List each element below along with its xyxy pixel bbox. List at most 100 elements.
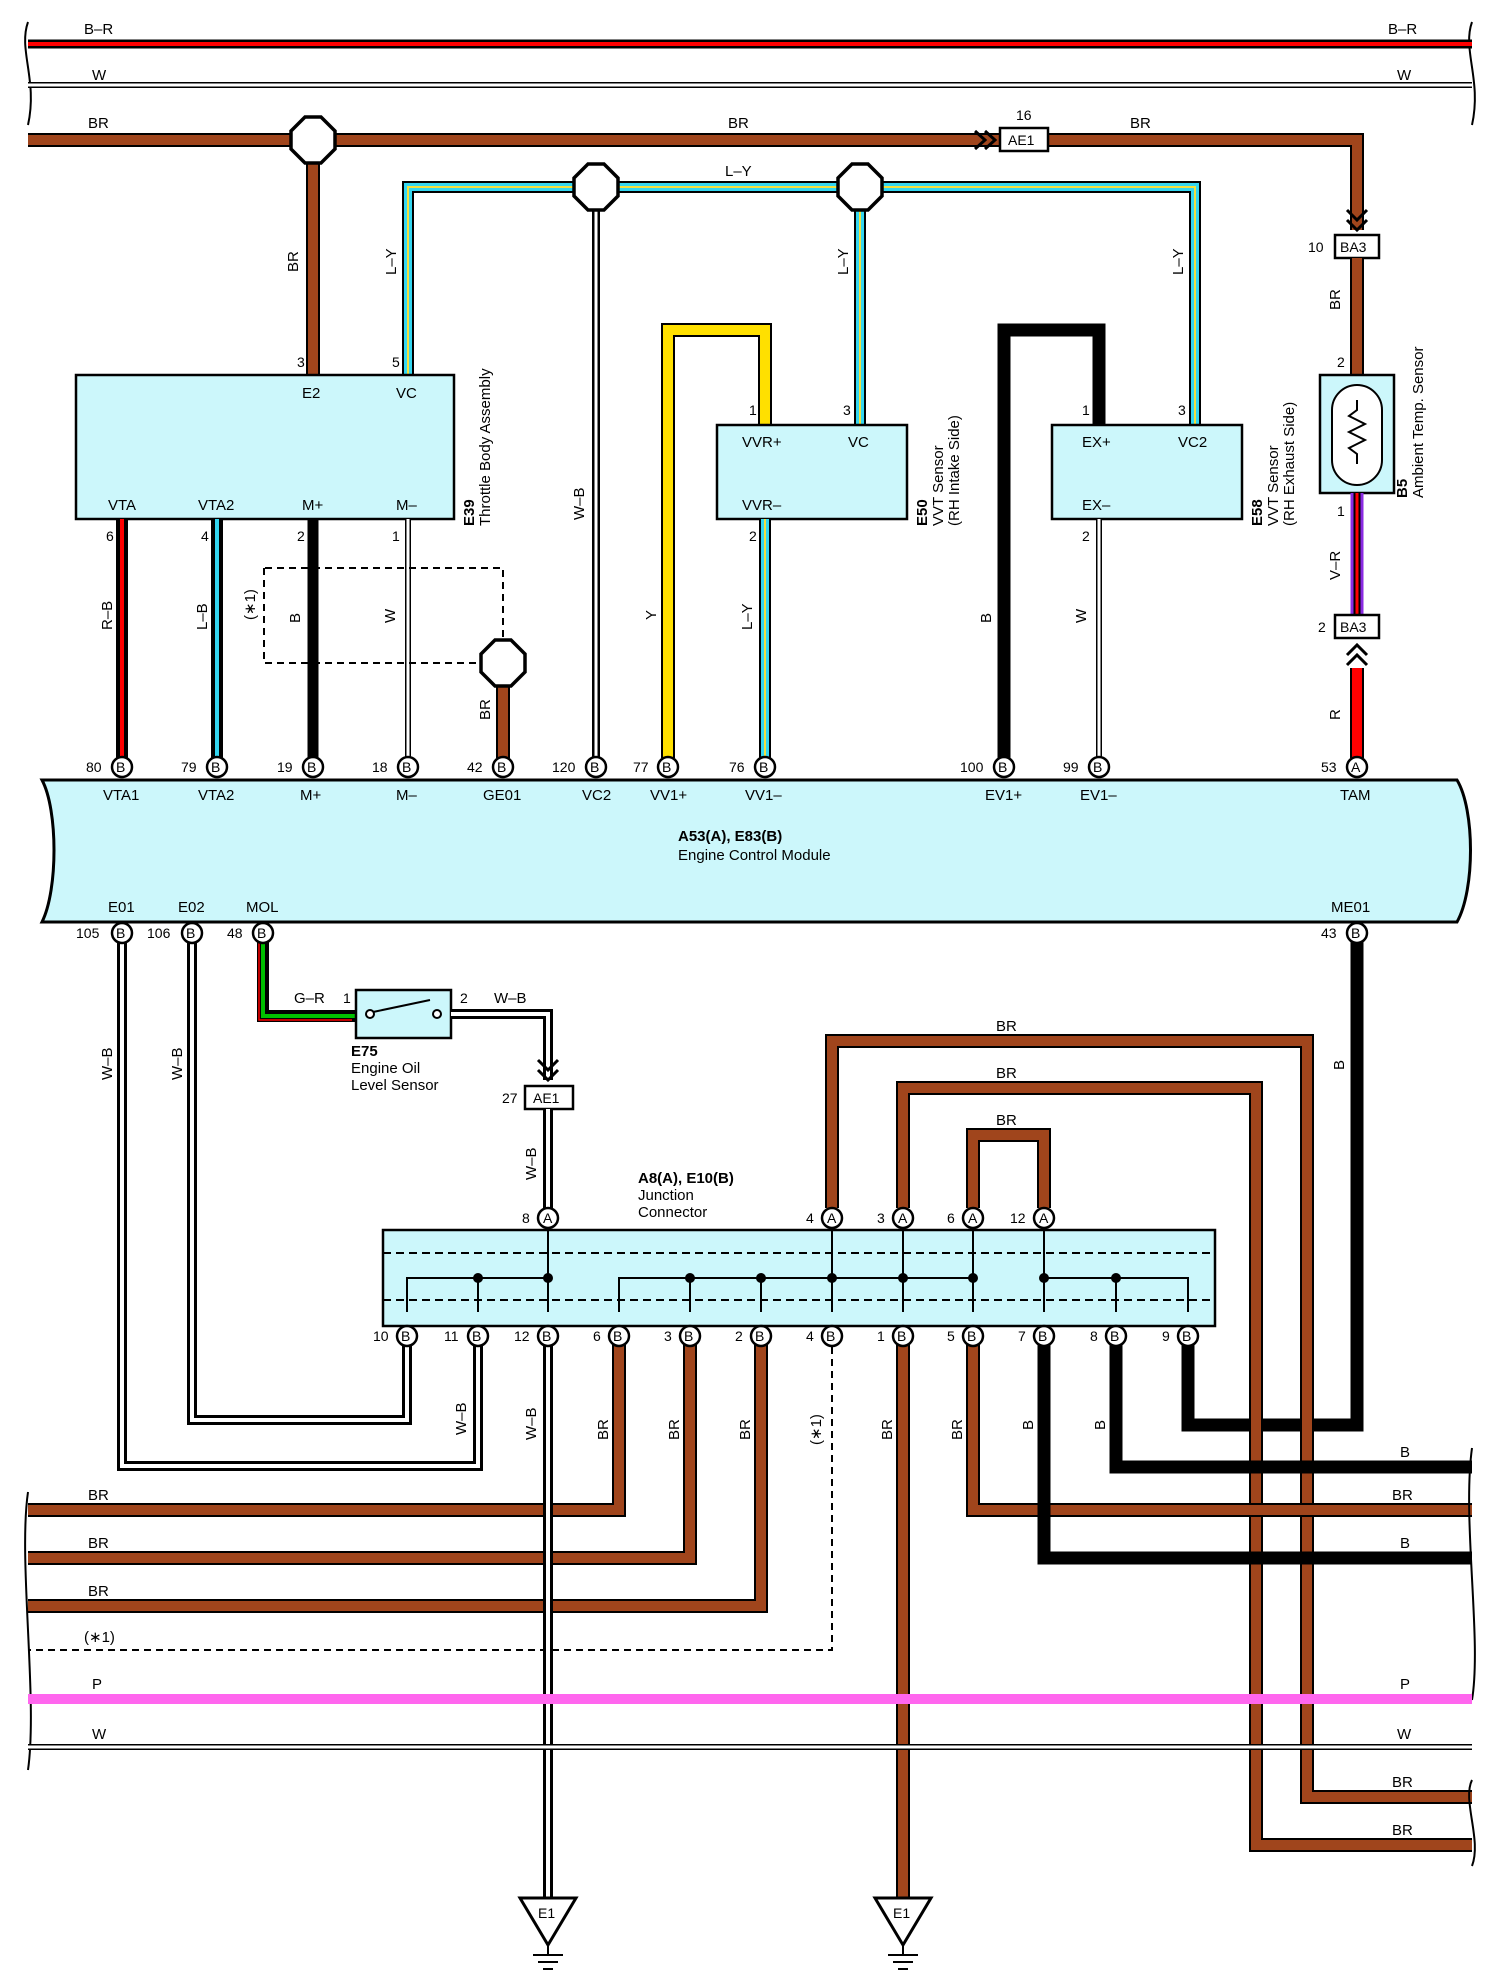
wire-label: BR xyxy=(477,699,494,720)
connector-label: AE1 xyxy=(533,1090,560,1106)
wire-label: W xyxy=(1073,608,1090,623)
ecm-pin: B 100 EV1+ xyxy=(960,755,1022,804)
component-code: E50 xyxy=(914,499,931,526)
ecm-pin: B 80 VTA1 xyxy=(86,755,139,804)
pin-term: B xyxy=(1110,1328,1119,1344)
wire-label: BR xyxy=(88,1583,109,1600)
wire-label: W–B xyxy=(571,487,588,520)
splice-octagon-icon xyxy=(572,162,620,212)
pin-number: 3 xyxy=(664,1328,672,1344)
pin-number: 4 xyxy=(201,528,209,544)
pin-term: B xyxy=(1038,1328,1047,1344)
pin-number: 6 xyxy=(947,1210,955,1226)
pin-term: B xyxy=(1182,1328,1191,1344)
wire-label: B xyxy=(1020,1420,1037,1430)
pin-number: 19 xyxy=(277,759,293,775)
connector-label: AE1 xyxy=(1008,132,1035,148)
pin-term: B xyxy=(613,1328,622,1344)
oil-level-sensor-e75: 1 2 E75 Engine Oil Level Sensor xyxy=(343,988,468,1094)
break-mark-right-top xyxy=(1468,21,1476,126)
pin-number: 2 xyxy=(1082,528,1090,544)
pin-number: 79 xyxy=(181,759,197,775)
switch-icon xyxy=(372,999,431,1013)
wire-label: (∗1) xyxy=(808,1414,825,1445)
pin-term: B xyxy=(684,1328,693,1344)
pin-number: 42 xyxy=(467,759,483,775)
vvt-sensor-e50: Y VVR+ VC VVR– 1 3 2 E50 VVT Sensor (RH … xyxy=(643,323,963,758)
pin-number: 80 xyxy=(86,759,102,775)
connector-ae1-lower: AE1 27 xyxy=(502,1084,575,1111)
wire-label: R–B xyxy=(99,601,116,630)
pin-name: VVR+ xyxy=(742,434,782,451)
wire-label: W xyxy=(1397,1726,1412,1743)
wire-label: W xyxy=(92,1726,107,1743)
pin-number: 1 xyxy=(1082,402,1090,418)
component-code: E75 xyxy=(351,1043,378,1060)
pin-number: 12 xyxy=(514,1328,530,1344)
pin-number: 16 xyxy=(1016,107,1032,123)
wire-label: BR xyxy=(88,1535,109,1552)
pin-term: B xyxy=(307,759,316,775)
splice-octagon-icon xyxy=(479,638,527,688)
pin-number: 2 xyxy=(735,1328,743,1344)
pin-number: 2 xyxy=(460,990,468,1006)
pin-number: 7 xyxy=(1018,1328,1026,1344)
pin-name: M+ xyxy=(302,497,323,514)
pin-number: 10 xyxy=(1308,239,1324,255)
pin-number: 120 xyxy=(552,759,576,775)
wire-label: P xyxy=(92,1676,102,1693)
connector-label: BA3 xyxy=(1340,239,1367,255)
pin-term: A xyxy=(1351,759,1361,775)
wire-label: L–Y xyxy=(383,248,400,275)
wire-label: B xyxy=(1331,1060,1348,1070)
wire-label: B–R xyxy=(84,21,113,38)
pin-name: EX– xyxy=(1082,497,1111,514)
pin-term: B xyxy=(116,925,125,941)
component-name: Ambient Temp. Sensor xyxy=(1410,347,1427,498)
ground-e1-right: E1 xyxy=(872,1896,934,1970)
connector-ba3-upper: BA3 10 xyxy=(1308,208,1381,260)
pin-name: M+ xyxy=(300,787,321,804)
ecm-pin: B 42 GE01 xyxy=(467,755,521,804)
pin-number: 1 xyxy=(877,1328,885,1344)
wire-label: Y xyxy=(643,610,660,620)
pin-number: 1 xyxy=(343,990,351,1006)
component-code: E58 xyxy=(1249,499,1266,526)
wire-label: BR xyxy=(595,1419,612,1440)
pin-number: 3 xyxy=(1178,402,1186,418)
wire-label: BR xyxy=(996,1065,1017,1082)
pin-number: 6 xyxy=(593,1328,601,1344)
top-bus: B–R B–R W W BR BR BR xyxy=(24,21,1476,230)
pin-number: 2 xyxy=(1337,354,1345,370)
pin-term: B xyxy=(967,1328,976,1344)
wire-label: B–R xyxy=(1388,21,1417,38)
component-line2: Level Sensor xyxy=(351,1077,439,1094)
wire-label: R xyxy=(1327,709,1344,720)
wire-label: BR xyxy=(879,1419,896,1440)
wire-label: B xyxy=(1400,1535,1410,1552)
component-code: E39 xyxy=(461,499,478,526)
wire-label: BR xyxy=(728,115,749,132)
component-name: VVT Sensor xyxy=(930,445,947,526)
wire-label: (∗1) xyxy=(242,589,259,620)
wire-label: L–B xyxy=(194,603,211,630)
junction-connector: A8(A), E10(B) Junction Connector xyxy=(381,1170,1217,1328)
ecm-bottom-pins: B 105 B 106 B 48 B 43 xyxy=(76,921,1369,945)
pin-number: 4 xyxy=(806,1210,814,1226)
ecm-pin: B 79 VTA2 xyxy=(181,755,234,804)
ecm-pin: B 18 M– xyxy=(372,755,420,804)
wire-label: L–Y xyxy=(725,163,752,180)
pin-term: B xyxy=(826,1328,835,1344)
pin-name: E2 xyxy=(302,385,320,402)
pin-term: B xyxy=(472,1328,481,1344)
pin-number: 3 xyxy=(297,354,305,370)
pin-name: VV1– xyxy=(745,787,782,804)
wire-label: BR xyxy=(88,115,109,132)
pin-term: A xyxy=(968,1210,978,1226)
wire-label: W–B xyxy=(169,1047,186,1080)
pin-number: 77 xyxy=(633,759,649,775)
wire-label: W–B xyxy=(99,1047,116,1080)
pin-number: 6 xyxy=(106,528,114,544)
wire-label: W–B xyxy=(523,1407,540,1440)
ground-icon xyxy=(517,1896,579,1948)
